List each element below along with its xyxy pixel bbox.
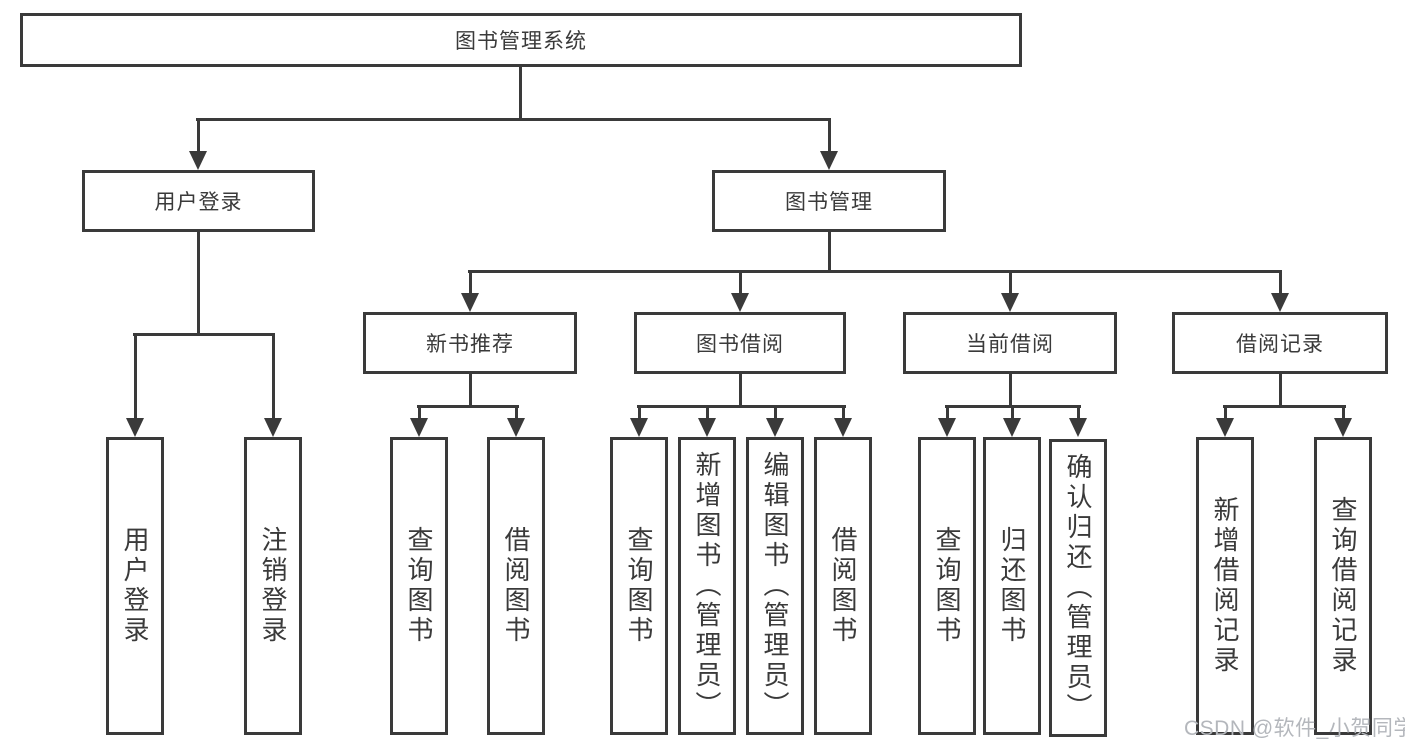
leaf-return-books: 归还图书 xyxy=(983,437,1041,735)
leaf-label: 用户登录 xyxy=(120,526,150,646)
leaf-borrow-books: 借阅图书 xyxy=(814,437,872,735)
leaf-add-books-admin: 新增图书（管理员） xyxy=(678,437,736,735)
arrow-down-icon xyxy=(410,418,428,437)
leaf-label: 新增图书（管理员） xyxy=(692,451,722,721)
connector-line xyxy=(469,374,472,408)
leaf-user-login: 用户登录 xyxy=(106,437,164,735)
arrow-down-icon xyxy=(264,418,282,437)
arrow-down-icon xyxy=(507,418,525,437)
leaf-query-books-current: 查询图书 xyxy=(918,437,976,735)
node-new-book-recommend: 新书推荐 xyxy=(363,312,577,374)
leaf-label: 注销登录 xyxy=(258,526,288,646)
leaf-label: 归还图书 xyxy=(997,526,1027,646)
connector-line xyxy=(1224,405,1227,421)
connector-line xyxy=(133,333,275,336)
leaf-add-borrow-record: 新增借阅记录 xyxy=(1196,437,1254,735)
connector-line xyxy=(638,405,641,421)
connector-line xyxy=(197,118,200,153)
leaf-label: 借阅图书 xyxy=(501,526,531,646)
arrow-down-icon xyxy=(766,418,784,437)
node-book-management: 图书管理 xyxy=(712,170,946,232)
arrow-down-icon xyxy=(1271,293,1289,312)
arrow-down-icon xyxy=(834,418,852,437)
connector-line xyxy=(739,270,742,296)
node-current-borrow: 当前借阅 xyxy=(903,312,1117,374)
connector-line xyxy=(519,67,522,120)
connector-line xyxy=(1223,405,1346,408)
leaf-label: 查询图书 xyxy=(404,526,434,646)
leaf-query-books-borrow: 查询图书 xyxy=(610,437,668,735)
connector-line xyxy=(197,232,200,336)
leaf-label: 编辑图书（管理员） xyxy=(760,451,790,721)
leaf-label: 新增借阅记录 xyxy=(1210,496,1240,676)
node-root: 图书管理系统 xyxy=(20,13,1022,67)
connector-line xyxy=(739,374,742,408)
arrow-down-icon xyxy=(189,151,207,170)
leaf-label: 查询图书 xyxy=(624,526,654,646)
leaf-label: 查询图书 xyxy=(932,526,962,646)
arrow-down-icon xyxy=(1334,418,1352,437)
connector-line xyxy=(946,405,949,421)
connector-line xyxy=(1009,374,1012,408)
connector-line xyxy=(774,405,777,421)
leaf-logout: 注销登录 xyxy=(244,437,302,735)
arrow-down-icon xyxy=(1001,293,1019,312)
connector-line xyxy=(1009,270,1012,296)
watermark: CSDN @软件_小贺同学 xyxy=(1184,717,1405,740)
arrow-down-icon xyxy=(731,293,749,312)
connector-line xyxy=(706,405,709,421)
connector-line xyxy=(1342,405,1345,421)
connector-line xyxy=(1077,405,1080,421)
connector-line xyxy=(468,270,1282,273)
arrow-down-icon xyxy=(1069,418,1087,437)
connector-line xyxy=(637,405,846,408)
connector-line xyxy=(842,405,845,421)
node-book-borrow: 图书借阅 xyxy=(634,312,846,374)
arrow-down-icon xyxy=(1216,418,1234,437)
leaf-label: 确认归还（管理员） xyxy=(1063,453,1093,723)
connector-line xyxy=(418,405,421,421)
leaf-label: 查询借阅记录 xyxy=(1328,496,1358,676)
arrow-down-icon xyxy=(938,418,956,437)
arrow-down-icon xyxy=(698,418,716,437)
connector-line xyxy=(1279,270,1282,296)
node-borrow-records: 借阅记录 xyxy=(1172,312,1388,374)
leaf-confirm-return-admin: 确认归还（管理员） xyxy=(1049,439,1107,737)
connector-line xyxy=(1279,374,1282,408)
connector-line xyxy=(828,118,831,153)
connector-line xyxy=(196,118,831,121)
leaf-label: 借阅图书 xyxy=(828,526,858,646)
connector-line xyxy=(828,232,831,273)
arrow-down-icon xyxy=(126,418,144,437)
connector-line xyxy=(272,333,275,421)
connector-line xyxy=(469,270,472,296)
node-user-login: 用户登录 xyxy=(82,170,315,232)
leaf-query-books-recommend: 查询图书 xyxy=(390,437,448,735)
leaf-query-borrow-record: 查询借阅记录 xyxy=(1314,437,1372,735)
leaf-edit-books-admin: 编辑图书（管理员） xyxy=(746,437,804,735)
connector-line xyxy=(134,333,137,421)
connector-line xyxy=(1011,405,1014,421)
connector-line xyxy=(417,405,519,408)
leaf-borrow-books-recommend: 借阅图书 xyxy=(487,437,545,735)
connector-line xyxy=(515,405,518,421)
arrow-down-icon xyxy=(461,293,479,312)
arrow-down-icon xyxy=(1003,418,1021,437)
arrow-down-icon xyxy=(820,151,838,170)
arrow-down-icon xyxy=(630,418,648,437)
